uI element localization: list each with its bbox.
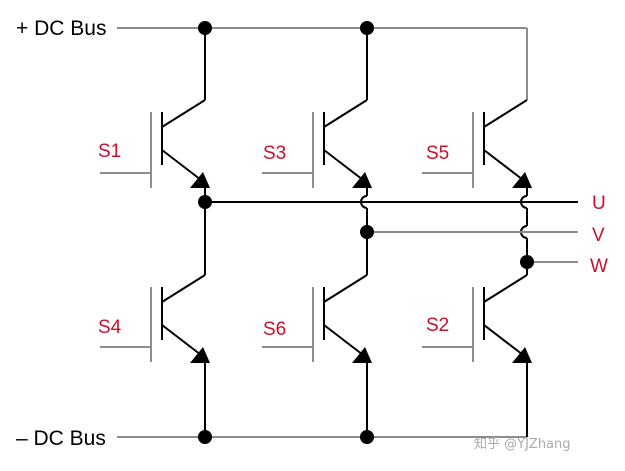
emitter-arrow-s1 xyxy=(190,172,210,188)
positive-bus-label: + DC Bus xyxy=(16,17,106,40)
leg-w xyxy=(483,99,528,437)
leg-u xyxy=(161,28,206,437)
watermark: 知乎 @YJZhang xyxy=(474,436,571,452)
switch-label-s5: S5 xyxy=(426,143,449,164)
emitter-arrow-s3 xyxy=(352,172,372,188)
switch-label-s6: S6 xyxy=(263,319,286,340)
switch-label-s4: S4 xyxy=(98,317,122,338)
junction-dots xyxy=(198,21,534,444)
negative-bus-label: – DC Bus xyxy=(16,427,106,450)
gate-s6 xyxy=(262,287,314,362)
emitter-arrow-s4 xyxy=(190,347,210,363)
positive-dc-bus-wire xyxy=(117,27,528,100)
phase-label-v: V xyxy=(592,225,605,246)
leg-v xyxy=(323,28,368,437)
phase-label-u: U xyxy=(592,193,606,214)
emitter-arrow-s2 xyxy=(512,347,532,363)
gate-s5 xyxy=(422,112,474,188)
emitter-arrow-s5 xyxy=(512,172,532,188)
switch-label-s2: S2 xyxy=(426,315,449,336)
gate-s4 xyxy=(100,287,152,362)
phase-label-w: W xyxy=(590,256,608,277)
gate-s1 xyxy=(100,112,152,188)
switch-label-s1: S1 xyxy=(98,141,121,162)
emitter-arrow-s6 xyxy=(352,347,372,363)
gate-s3 xyxy=(262,112,314,188)
switch-label-s3: S3 xyxy=(263,143,286,164)
gate-s2 xyxy=(422,287,474,362)
